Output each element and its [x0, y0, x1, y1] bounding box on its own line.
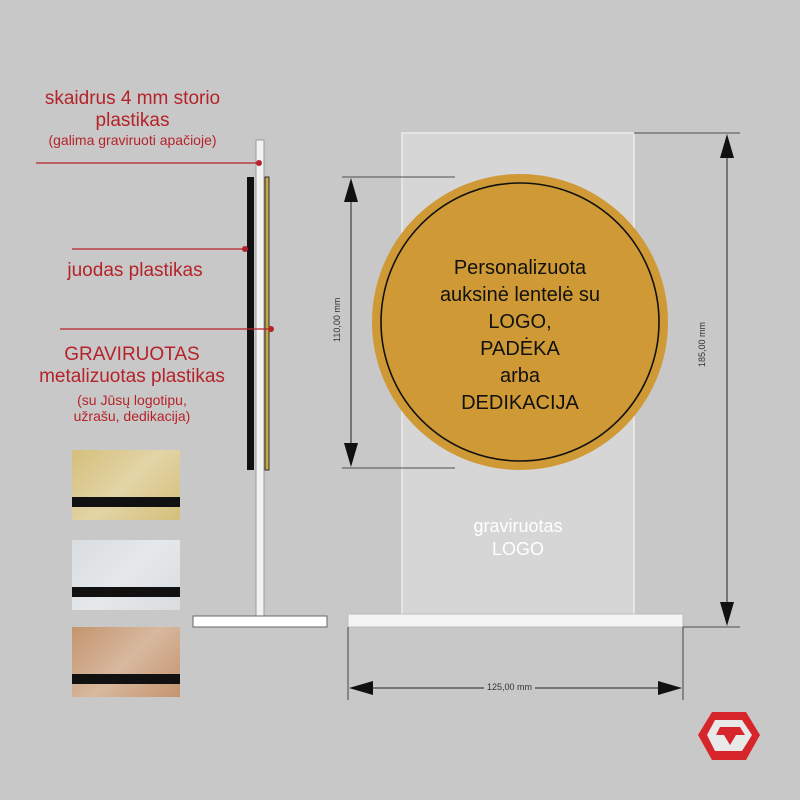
leader-dot-clear: [256, 160, 262, 166]
label-clear-plastic: skaidrus 4 mm storio plastikas: [15, 88, 250, 132]
plate-text-line2: auksinė lentelė su: [439, 284, 601, 306]
gold-plate-text: Personalizuota auksinė lentelė su LOGO, …: [390, 255, 650, 417]
side-engraved-layer: [264, 176, 270, 471]
swatch-stripe: [72, 674, 180, 684]
label-clear-plastic-line2: plastikas: [95, 109, 170, 131]
width-arrow-left: [349, 681, 373, 695]
gold-circle-inner-ring: [380, 182, 660, 462]
engraved-logo-text: graviruotas LOGO: [418, 515, 618, 560]
swatch-bronze: [72, 627, 180, 697]
plate-text-line1: Personalizuota: [453, 257, 587, 279]
plate-text-line6: DEDIKACIJA: [461, 392, 579, 414]
label-clear-plastic-note: (galima graviruoti apačioje): [48, 132, 217, 148]
label-engraved: GRAVIRUOTAS metalizuotas plastikas: [12, 344, 252, 388]
gold-circle-plate: [372, 174, 668, 470]
width-arrow-right: [658, 681, 682, 695]
label-clear-plastic-line1: skaidrus 4 mm storio: [44, 88, 221, 109]
engraved-logo-line2: LOGO: [491, 538, 544, 559]
swatch-stripe: [72, 587, 180, 597]
label-engraved-note-line1: (su Jūsų logotipu,: [77, 392, 187, 408]
dimension-height-label: 185,00 mm: [697, 318, 707, 370]
label-black-plastic: juodas plastikas: [67, 260, 203, 281]
height-arrow-top: [720, 134, 734, 158]
plate-text-line5: arba: [499, 365, 541, 387]
label-engraved-line2: metalizuotas plastikas: [39, 365, 225, 387]
side-black-plastic: [247, 177, 254, 470]
dimension-width-label: 125,00 mm: [484, 682, 536, 692]
leader-dot-engraved: [268, 326, 274, 332]
label-engraved-note-line2: užrašu, dedikacija): [73, 408, 191, 425]
leader-dot-black: [242, 246, 248, 252]
dimension-circle-label: 110,00 mm: [332, 294, 342, 345]
label-engraved-line1: GRAVIRUOTAS: [64, 344, 200, 365]
height-arrow-bottom: [720, 602, 734, 626]
swatch-stripe: [72, 497, 180, 507]
swatch-gold: [72, 450, 180, 520]
circle-arrow-bottom: [344, 443, 358, 467]
engraved-logo-line1: graviruotas: [473, 516, 563, 536]
plate-text-line4: PADĖKA: [480, 338, 560, 360]
swatch-silver: [72, 540, 180, 610]
brand-logo-icon: [698, 712, 760, 760]
front-base: [347, 613, 684, 628]
label-engraved-note: (su Jūsų logotipu, užrašu, dedikacija): [12, 392, 252, 424]
circle-arrow-top: [344, 178, 358, 202]
side-base: [192, 615, 328, 628]
plate-text-line3: LOGO,: [488, 311, 552, 333]
side-clear-plastic: [255, 139, 265, 617]
